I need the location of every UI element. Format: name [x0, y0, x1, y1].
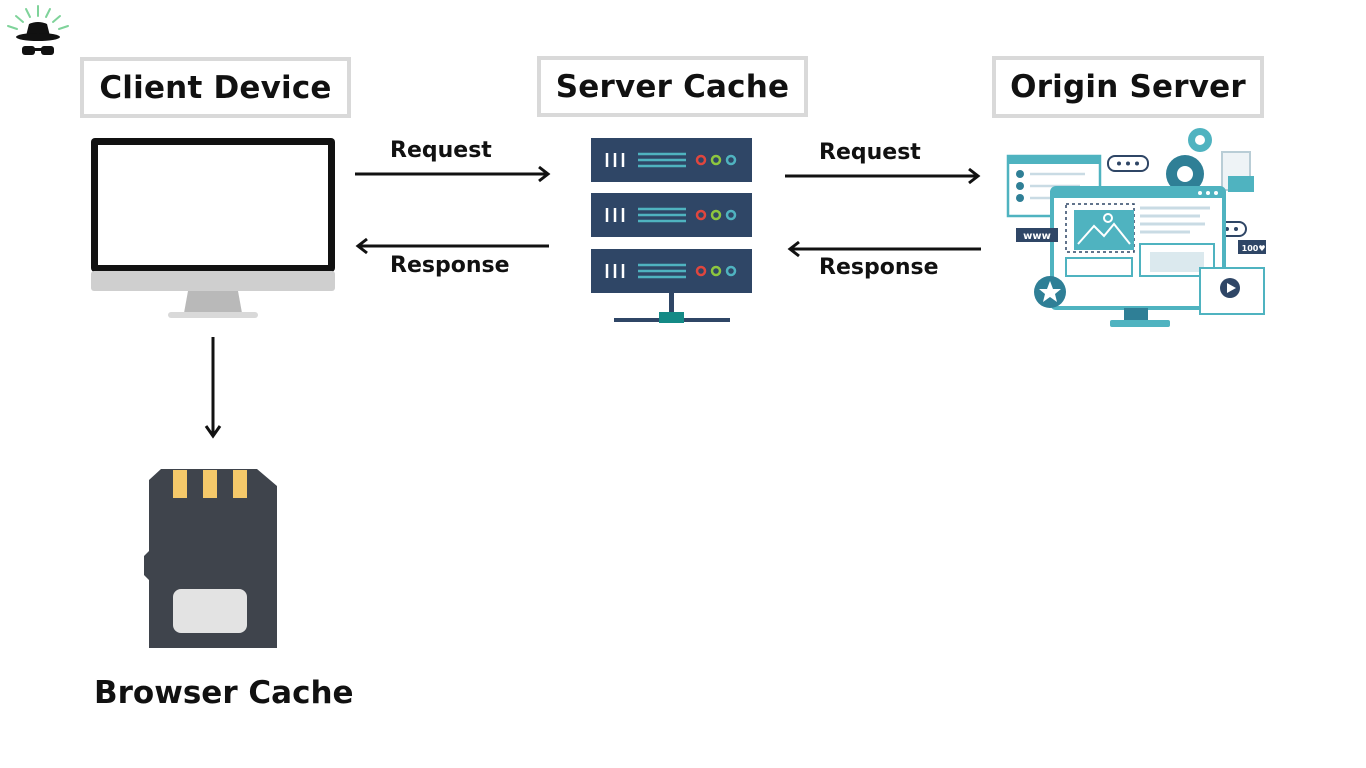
- web-server-illustration-icon: www 100 ♥: [1000, 124, 1272, 330]
- logo-hat-icon: [2, 2, 74, 62]
- server-cache-text: Server Cache: [555, 68, 790, 105]
- server-cache-label: Server Cache: [537, 56, 808, 117]
- response-label-client: Response: [390, 253, 510, 278]
- www-badge-text: www: [1023, 231, 1051, 242]
- origin-server-label: Origin Server: [992, 56, 1264, 118]
- request-label-origin: Request: [819, 140, 921, 165]
- cache-store-arrow: [203, 336, 223, 440]
- counter-badge-text: 100: [1242, 244, 1259, 253]
- client-device-label: Client Device: [80, 57, 351, 118]
- request-arrow-client-to-cache: [354, 164, 554, 184]
- response-arrow-origin-to-cache: [786, 239, 982, 259]
- svg-text:♥: ♥: [1258, 244, 1265, 253]
- server-rack-icon: [590, 137, 754, 327]
- monitor-icon: [90, 137, 336, 323]
- request-label-client: Request: [390, 138, 492, 163]
- client-device-text: Client Device: [99, 69, 332, 106]
- request-arrow-cache-to-origin: [784, 166, 984, 186]
- browser-cache-label: Browser Cache: [94, 675, 354, 711]
- response-label-origin: Response: [819, 255, 939, 280]
- sd-card-icon: [143, 468, 279, 650]
- origin-server-text: Origin Server: [1010, 69, 1246, 105]
- response-arrow-cache-to-client: [354, 236, 550, 256]
